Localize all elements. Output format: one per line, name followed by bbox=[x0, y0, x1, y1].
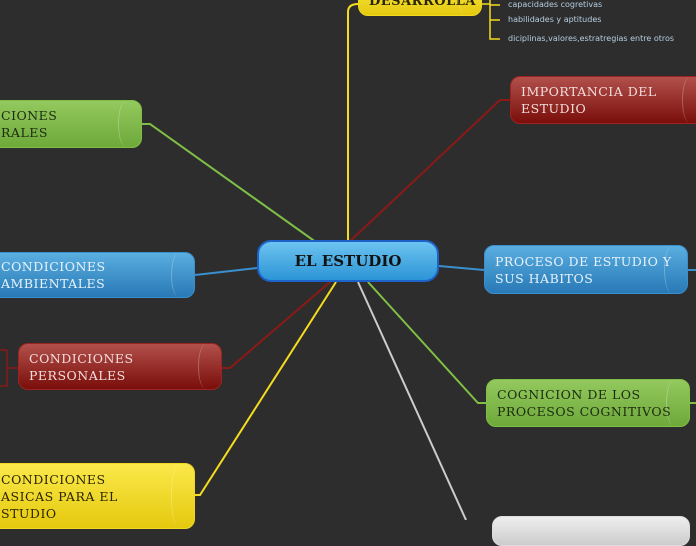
topic-label: AMBIENTALES bbox=[1, 276, 106, 291]
topic-cognicion[interactable]: COGNICION DE LOS PROCESOS COGNITIVOS bbox=[486, 379, 690, 427]
subtopic[interactable]: habilidades y aptitudes bbox=[508, 15, 602, 24]
topic-label: SUS HABITOS bbox=[495, 270, 594, 286]
topic-importancia[interactable]: IMPORTANCIA DEL ESTUDIO bbox=[510, 76, 696, 124]
topic-label: PROCESO DE ESTUDIO Y bbox=[495, 253, 672, 269]
topic-generales[interactable]: CIONES RALES bbox=[0, 100, 142, 148]
subtopic[interactable]: diciplinas,valores,estratregias entre ot… bbox=[508, 34, 675, 43]
topic-label: STUDIO bbox=[1, 505, 57, 521]
subtopic[interactable]: capacidades cogretivas bbox=[508, 0, 603, 9]
topic-offscreen[interactable] bbox=[492, 516, 690, 546]
topic-label: ESTUDIO bbox=[521, 101, 587, 116]
connector-lines bbox=[0, 0, 696, 520]
topic-label: CIONES bbox=[1, 108, 58, 123]
topic-label: PROCESOS COGNITIVOS bbox=[497, 404, 672, 419]
topic-label: ASICAS PARA EL bbox=[1, 488, 118, 504]
topic-label: DESARROLLA bbox=[369, 0, 476, 9]
topic-ambientales[interactable]: CONDICIONES AMBIENTALES bbox=[0, 252, 195, 298]
central-topic[interactable]: EL ESTUDIO bbox=[257, 240, 439, 282]
central-topic-label: EL ESTUDIO bbox=[294, 252, 402, 270]
topic-label: CONDICIONES bbox=[29, 350, 134, 366]
topic-desarrolla[interactable]: DESARROLLA bbox=[358, 0, 482, 16]
topic-label: IMPORTANCIA DEL bbox=[521, 84, 657, 99]
topic-label: CONDICIONES bbox=[1, 471, 106, 487]
topic-label: PERSONALES bbox=[29, 367, 126, 383]
topic-label: RALES bbox=[1, 125, 48, 140]
topic-label: COGNICION DE LOS bbox=[497, 387, 641, 402]
topic-label: CONDICIONES bbox=[1, 259, 106, 274]
